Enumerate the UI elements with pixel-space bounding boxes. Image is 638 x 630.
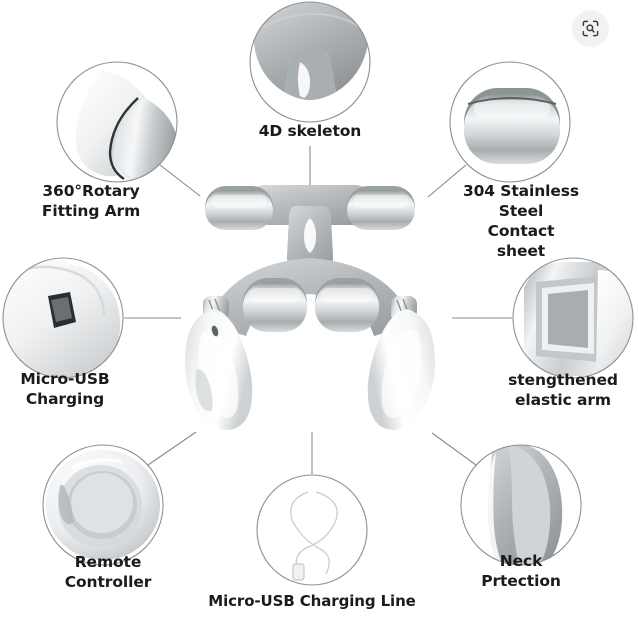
callout-label-rotary-arm: 360°Rotary Fitting Arm	[41, 182, 141, 221]
connector-neck-protection	[431, 432, 477, 466]
connector-contact-sheet	[427, 164, 467, 198]
callout-label-contact-sheet: 304 Stainless Steel Contact sheet	[462, 182, 580, 261]
elastic-arm-left	[185, 309, 253, 430]
thumb-remote-controller	[42, 444, 164, 566]
callout-label-elastic-arm: stengthened elastic arm	[508, 371, 618, 410]
led-indicator-slot	[211, 325, 219, 337]
thumb-micro-usb-port	[2, 257, 124, 379]
thumb-rotary-arm	[56, 61, 178, 183]
scan-search-icon	[581, 19, 600, 38]
thumb-charging-cable	[256, 474, 368, 586]
electrode-pad-bottom-right	[315, 278, 379, 332]
thumb-skeleton	[249, 1, 371, 123]
connector-lines	[124, 146, 512, 474]
thumb-neck-protection	[460, 444, 582, 566]
remote-side-button	[58, 484, 74, 525]
callout-label-micro-usb-charging: Micro-USB Charging	[20, 370, 110, 409]
callout-label-charging-line: Micro-USB Charging Line	[208, 592, 416, 610]
visual-search-button[interactable]	[572, 10, 609, 47]
power-button-left	[195, 369, 213, 412]
electrode-pad-top-right	[347, 186, 415, 230]
callout-label-skeleton: 4D skeleton	[258, 122, 362, 140]
callout-label-remote-controller: Remote Controller	[64, 553, 152, 592]
thumb-contact-sheet	[449, 61, 571, 183]
elastic-arm-right	[367, 309, 435, 430]
electrode-pad-top-left	[205, 186, 273, 230]
neck-massager-device	[185, 185, 435, 430]
usb-connector-head	[292, 563, 305, 581]
electrode-pad-bottom-left	[243, 278, 307, 332]
thumb-elastic-arm	[512, 257, 634, 379]
connector-rotary-arm	[159, 164, 201, 197]
connector-remote	[147, 431, 197, 466]
callout-label-neck-protection: Neck Prtection	[481, 552, 561, 591]
